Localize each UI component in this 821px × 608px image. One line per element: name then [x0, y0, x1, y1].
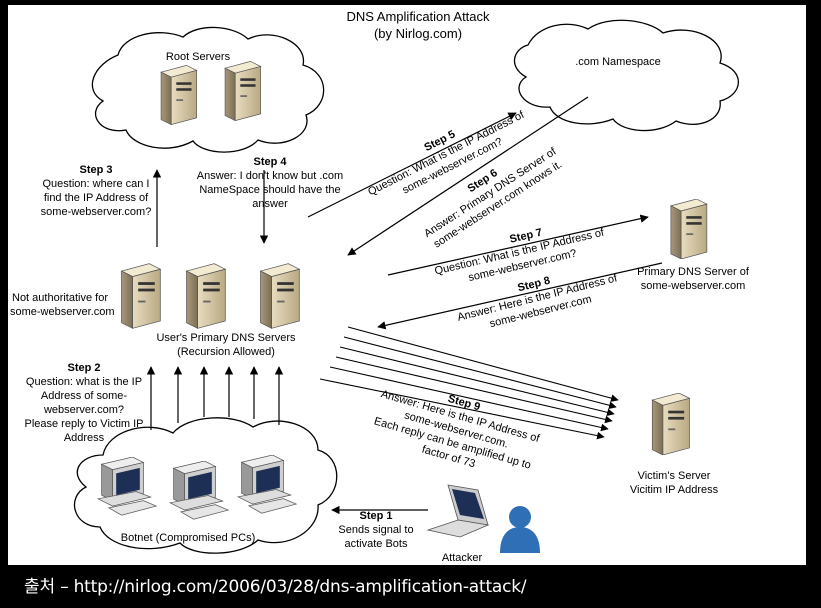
step3-line3: some-webserver.com?: [41, 206, 152, 218]
root-server-icon-2: [224, 61, 262, 121]
botnet-label: Botnet (Compromised PCs): [121, 532, 256, 544]
step1-line2: activate Bots: [345, 538, 408, 550]
diagram-title: DNS Amplification Attack: [346, 9, 490, 24]
step4-line2: NameSpace should have the: [199, 184, 340, 196]
diagram-panel: DNS Amplification Attack (by Nirlog.com)…: [8, 5, 806, 565]
victim-label-line2: Vicitim IP Address: [630, 484, 719, 496]
source-caption: 출처 – http://nirlog.com/2006/03/28/dns-am…: [24, 577, 527, 597]
step6-arrow: [347, 96, 589, 256]
step9-arrow-6: [319, 378, 605, 440]
attacker-label: Attacker: [442, 552, 483, 564]
not-authoritative-line1: Not authoritative for: [12, 292, 108, 304]
step8-arrow: [377, 262, 663, 330]
step4-line1: Answer: I don't know but .com: [197, 170, 343, 182]
diagram: DNS Amplification Attack (by Nirlog.com)…: [10, 9, 750, 564]
step3-line2: find the IP Address of: [44, 192, 149, 204]
step2-line5: Address: [64, 432, 105, 444]
step7-arrow: [387, 214, 649, 276]
step4: Step 4 Answer: I don't know but .com Nam…: [197, 156, 343, 210]
step2-line2: Address of some-: [41, 390, 128, 402]
user-dns-server-icon-3: [260, 263, 300, 329]
root-servers-cloud: [91, 26, 325, 153]
step3-line1: Question: where can I: [42, 178, 149, 190]
step1-line1: Sends signal to: [338, 524, 413, 536]
diagram-subtitle: (by Nirlog.com): [374, 26, 462, 41]
user-dns-server-icon-2: [186, 263, 226, 329]
step3-label: Step 3: [79, 164, 112, 176]
step3: Step 3 Question: where can I find the IP…: [41, 164, 152, 218]
step9-arrow-1: [347, 326, 619, 402]
step9-arrow-4: [335, 356, 613, 424]
laptop-icon: [426, 484, 490, 538]
step2-arrows: [146, 366, 284, 430]
step2-label: Step 2: [67, 362, 100, 374]
step9-arrow-3: [339, 346, 615, 417]
step1: Step 1 Sends signal to activate Bots: [338, 510, 413, 550]
com-namespace-label: .com Namespace: [575, 56, 661, 68]
not-authoritative-line2: some-webserver.com: [10, 306, 115, 318]
user-dns-server-icon-1: [121, 263, 161, 329]
victim-label-line1: Victim's Server: [638, 470, 711, 482]
primary-dns-server-icon: [670, 199, 708, 259]
step4-line3: answer: [252, 198, 288, 210]
step9: Step 9 Answer: Here is the IP Address of…: [373, 388, 542, 472]
step2-line1: Question: what is the IP: [26, 376, 142, 388]
user-dns-label-line2: (Recursion Allowed): [177, 346, 275, 358]
step9-arrow-5: [329, 366, 609, 432]
step4-label: Step 4: [253, 156, 287, 168]
step2-line3: webserver.com?: [43, 404, 124, 416]
root-server-icon-1: [160, 65, 198, 125]
step2: Step 2 Question: what is the IP Address …: [24, 362, 143, 444]
victim-server-icon: [651, 393, 690, 455]
step5-arrow: [307, 112, 517, 218]
primary-dns-label-line1: Primary DNS Server of: [637, 266, 750, 278]
user-dns-label-line1: User's Primary DNS Servers: [156, 332, 296, 344]
attacker-person-icon: [500, 506, 540, 553]
step9-arrows: [319, 326, 619, 440]
com-namespace-cloud: [513, 19, 739, 132]
step9-arrow-2: [343, 336, 617, 410]
step2-line4: Please reply to Victim IP: [24, 418, 143, 430]
primary-dns-label-line2: some-webserver.com: [641, 280, 746, 292]
root-servers-label: Root Servers: [166, 51, 231, 63]
step1-label: Step 1: [359, 510, 392, 522]
